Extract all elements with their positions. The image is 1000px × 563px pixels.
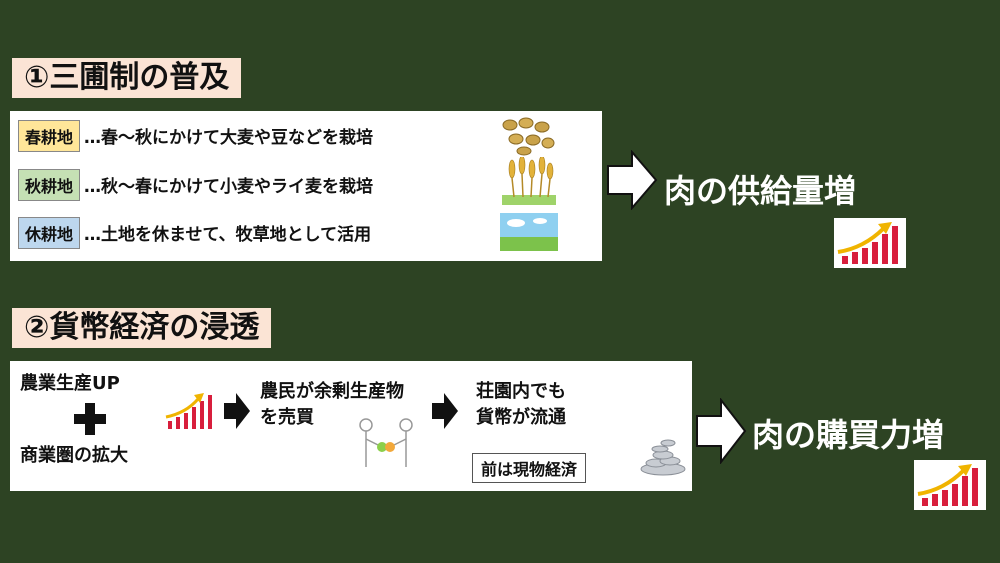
autumn-field-tag: 秋耕地: [18, 169, 81, 201]
fallow-field-tag: 休耕地: [18, 217, 81, 249]
autumn-field-row: 秋耕地…秋～春にかけて小麦やライ麦を栽培: [18, 169, 373, 201]
manor-currency-line1: 荘園内でも: [476, 381, 566, 402]
monetary-economy-panel: 農業生産UP 商業圏の拡大 農民が余剰生産物 を売買: [10, 361, 692, 491]
meat-purchasing-power-increase: 肉の購買力増: [752, 416, 945, 454]
crop-rotation-panel: 春耕地…春～秋にかけて大麦や豆などを栽培 秋耕地…秋～春にかけて小麦やライ麦を栽…: [10, 111, 602, 261]
fallow-field-row: 休耕地…土地を休ませて、牧草地として活用: [18, 217, 371, 249]
manor-currency-text: 荘園内でも 貨幣が流通: [476, 379, 566, 431]
small-growth-chart-icon: [164, 391, 214, 431]
arrow-right-small-icon: [222, 391, 252, 431]
manor-currency-line2: 貨幣が流通: [476, 407, 566, 428]
section1-heading: ①三圃制の普及: [12, 58, 242, 98]
barter-note: 前は現物経済: [472, 453, 587, 483]
meat-supply-increase: 肉の供給量増: [664, 172, 857, 210]
beans-icon: [500, 115, 558, 157]
agriculture-up-text: 農業生産UP: [20, 373, 120, 394]
grassland-icon: [500, 213, 558, 251]
coins-icon: [638, 427, 688, 477]
autumn-field-text: …秋～春にかけて小麦やライ麦を栽培: [84, 177, 374, 197]
arrow-right-icon-2: [695, 398, 747, 464]
plus-icon: [72, 401, 108, 437]
fallow-field-text: …土地を休ませて、牧草地として活用: [84, 225, 372, 245]
growth-chart-icon: [834, 218, 906, 268]
spring-field-text: …春～秋にかけて大麦や豆などを栽培: [84, 128, 374, 148]
peasant-trade-line2: を売買: [260, 407, 314, 428]
peasant-trade-text: 農民が余剰生産物 を売買: [260, 379, 404, 431]
arrow-right-icon: [606, 150, 658, 210]
commerce-expand-text: 商業圏の拡大: [20, 445, 128, 466]
growth-chart-icon-2: [914, 460, 986, 510]
peasant-trade-line1: 農民が余剰生産物: [260, 381, 404, 402]
arrow-right-small-icon-2: [430, 391, 460, 431]
wheat-icon: [502, 157, 556, 205]
spring-field-row: 春耕地…春～秋にかけて大麦や豆などを栽培: [18, 120, 373, 152]
trading-people-icon: [356, 417, 416, 473]
spring-field-tag: 春耕地: [18, 120, 81, 152]
section2-heading: ②貨幣経済の浸透: [12, 308, 272, 348]
